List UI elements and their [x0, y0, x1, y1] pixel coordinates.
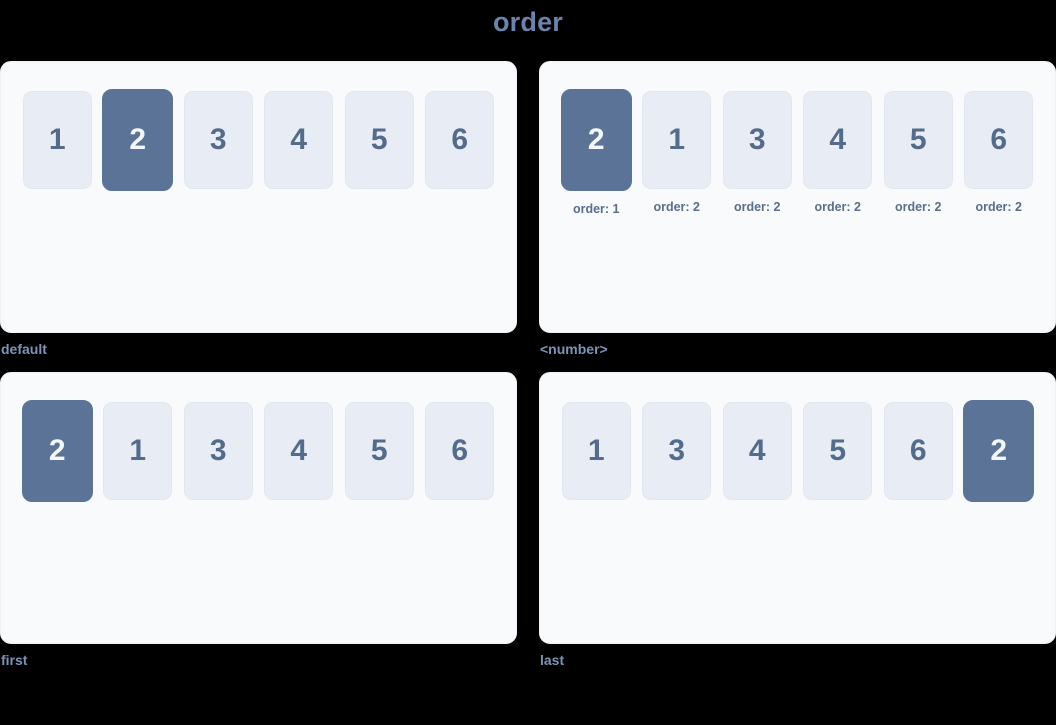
item-wrap: 2	[17, 400, 98, 513]
order-item[interactable]: 4	[803, 91, 873, 189]
demo-cell-last: 1 3 4 5 6	[539, 372, 1056, 669]
demo-grid: 1 2 3 4 5	[0, 61, 1056, 681]
item-wrap: 2	[959, 400, 1040, 513]
order-item-highlighted[interactable]: 2	[21, 400, 93, 502]
order-item[interactable]: 6	[425, 91, 495, 189]
order-item[interactable]: 1	[642, 91, 712, 189]
item-wrap: 5	[339, 89, 420, 200]
item-wrap: 2 order: 1	[556, 89, 637, 216]
order-item[interactable]: 3	[642, 402, 712, 500]
order-item[interactable]: 6	[883, 402, 953, 500]
order-item[interactable]: 3	[183, 402, 253, 500]
panel-label-first: first	[1, 652, 28, 668]
item-wrap: 1	[17, 89, 98, 200]
demo-cell-first: 2 1 3 4 5	[0, 372, 517, 669]
item-wrap: 3	[637, 400, 718, 511]
item-wrap: 5	[339, 400, 420, 511]
panel-label-number: <number>	[540, 341, 608, 357]
item-wrap: 3 order: 2	[717, 89, 798, 214]
order-item[interactable]: 5	[803, 402, 873, 500]
item-wrap: 3	[178, 400, 259, 511]
item-wrap: 4	[259, 400, 340, 511]
order-item[interactable]: 4	[264, 402, 334, 500]
item-wrap: 2	[98, 89, 179, 202]
order-item[interactable]: 3	[722, 91, 792, 189]
demo-cell-number: 2 order: 1 1 order: 2 3 order: 2 4 order…	[539, 61, 1056, 358]
order-item[interactable]: 4	[722, 402, 792, 500]
item-wrap: 6 order: 2	[959, 89, 1040, 214]
order-item[interactable]: 5	[883, 91, 953, 189]
order-item[interactable]: 1	[103, 402, 173, 500]
order-item-note: order: 2	[733, 200, 781, 214]
order-item[interactable]: 6	[964, 91, 1034, 189]
order-item-highlighted[interactable]: 2	[560, 89, 632, 191]
items-row: 1 2 3 4 5	[17, 89, 500, 202]
order-item-highlighted[interactable]: 2	[963, 400, 1035, 502]
demo-cell-default: 1 2 3 4 5	[0, 61, 517, 358]
items-row: 2 order: 1 1 order: 2 3 order: 2 4 order…	[556, 89, 1039, 216]
order-item[interactable]: 4	[264, 91, 334, 189]
order-item[interactable]: 5	[344, 91, 414, 189]
item-wrap: 6	[878, 400, 959, 511]
panel-label-last: last	[540, 652, 565, 668]
order-item[interactable]: 1	[22, 91, 92, 189]
item-wrap: 4	[259, 89, 340, 200]
order-item-note: order: 2	[653, 200, 701, 214]
items-row: 1 3 4 5 6	[556, 400, 1039, 513]
order-item[interactable]: 6	[425, 402, 495, 500]
order-item[interactable]: 1	[561, 402, 631, 500]
item-wrap: 3	[178, 89, 259, 200]
item-wrap: 5 order: 2	[878, 89, 959, 214]
item-wrap: 1	[98, 400, 179, 511]
order-item-note: order: 2	[975, 200, 1023, 214]
panel-last: 1 3 4 5 6	[539, 372, 1056, 644]
panel-first: 2 1 3 4 5	[0, 372, 517, 644]
order-item-note: order: 2	[894, 200, 942, 214]
panel-default: 1 2 3 4 5	[0, 61, 517, 333]
item-wrap: 1	[556, 400, 637, 511]
items-row: 2 1 3 4 5	[17, 400, 500, 513]
order-item-highlighted[interactable]: 2	[102, 89, 174, 191]
order-item-note: order: 2	[814, 200, 862, 214]
item-wrap: 4 order: 2	[798, 89, 879, 214]
order-item[interactable]: 5	[344, 402, 414, 500]
item-wrap: 6	[420, 400, 501, 511]
panel-label-default: default	[1, 341, 47, 357]
item-wrap: 1 order: 2	[637, 89, 718, 214]
item-wrap: 5	[798, 400, 879, 511]
item-wrap: 6	[420, 89, 501, 200]
page-title: order	[492, 7, 564, 37]
item-wrap: 4	[717, 400, 798, 511]
panel-number: 2 order: 1 1 order: 2 3 order: 2 4 order…	[539, 61, 1056, 333]
order-item-note: order: 1	[572, 202, 620, 216]
order-item[interactable]: 3	[183, 91, 253, 189]
